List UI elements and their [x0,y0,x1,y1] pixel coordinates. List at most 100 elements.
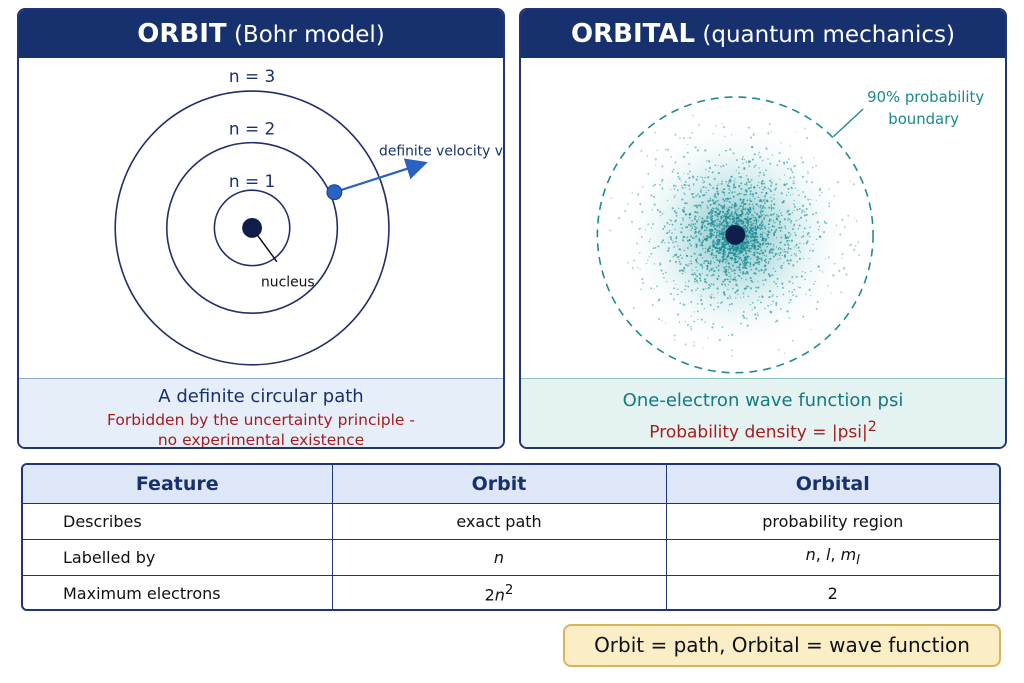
cloud-dot [699,263,702,266]
cloud-dot [853,217,856,219]
cloud-dot [757,299,759,302]
cloud-dot [673,339,676,341]
cloud-dot [726,225,728,227]
cloud-dot [704,225,706,227]
cloud-dot [696,287,699,290]
cloud-dot [767,223,770,225]
cloud-dot [734,244,736,247]
cloud-dot [717,275,720,278]
cloud-dot [722,126,725,129]
cloud-dot [711,217,714,220]
cloud-dot [744,208,747,211]
cloud-dot [671,232,673,234]
cloud-dot [729,252,732,254]
cloud-dot [726,259,729,261]
cloud-dot [706,205,708,207]
cloud-dot [788,280,791,283]
cloud-dot [716,242,719,245]
cloud-dot [772,293,774,296]
cloud-dot [848,244,851,247]
cloud-dot [797,286,799,288]
cloud-dot [794,234,797,236]
cloud-dot [734,186,737,189]
cloud-dot [733,182,735,184]
cloud-dot [718,226,721,228]
cloud-dot [798,194,800,197]
cloud-dot [750,247,753,250]
cloud-dot [662,273,664,275]
cloud-dot [764,268,767,271]
cloud-dot [734,276,736,279]
cloud-dot [749,199,752,202]
cloud-dot [773,212,775,215]
cloud-dot [749,287,753,290]
cloud-dot [702,202,704,204]
cloud-dot [843,226,846,229]
cloud-dot [709,262,712,265]
cloud-dot [711,207,714,209]
cloud-dot [691,223,693,225]
cloud-dot [690,289,693,292]
cloud-dot [722,252,724,255]
cloud-dot [817,228,820,231]
cloud-dot [793,176,795,179]
cloud-dot [698,237,701,240]
cloud-dot [695,279,698,282]
cloud-dot [816,301,819,304]
cloud-dot [793,180,795,182]
cloud-dot [802,235,805,238]
cloud-dot [686,323,689,327]
cloud-dot [652,185,655,187]
cloud-dot [694,146,697,149]
cloud-dot [690,325,692,328]
cloud-dot [733,204,737,208]
table-row: Labelled by n n, l, ml [23,539,999,576]
cloud-dot [711,248,714,251]
cloud-dot [805,136,809,140]
cloud-dot [807,170,809,173]
cloud-dot [686,184,688,186]
cloud-dot [767,132,770,135]
cloud-dot [681,198,684,201]
cloud-dot [758,269,760,272]
cloud-dot [760,227,763,229]
cloud-dot [708,236,711,239]
cloud-dot [722,258,725,260]
cloud-dot [713,232,715,234]
cloud-dot [737,251,740,254]
cloud-dot [715,236,718,239]
cloud-dot [727,248,730,251]
cloud-dot [767,273,771,276]
cloud-dot [703,181,706,183]
cloud-dot [699,277,701,280]
cloud-dot [705,191,707,194]
cloud-dot [754,235,756,237]
cloud-dot [758,175,760,177]
cloud-dot [693,237,696,239]
cloud-dot [702,179,704,182]
cloud-dot [805,293,807,295]
cloud-dot [822,271,824,273]
cloud-dot [672,168,675,171]
cloud-dot [694,273,697,276]
cloud-dot [799,216,803,219]
cloud-dot [790,220,793,223]
orbital-footer-note: Probability density = |psi|2 [521,417,1005,443]
cloud-dot [679,254,682,257]
cloud-dot [743,225,746,227]
cloud-dot [703,278,707,281]
cloud-dot [778,227,781,230]
cloud-dot [712,322,715,325]
cloud-dot [845,273,848,276]
cloud-dot [727,334,730,337]
cloud-dot [772,267,775,270]
cloud-dot [652,247,655,250]
cloud-dot [737,293,739,295]
cloud-dot [789,298,792,301]
cloud-dot [750,136,753,139]
cloud-dot [761,252,764,255]
cloud-dot [747,241,750,245]
cloud-dot [724,243,727,247]
cloud-dot [734,210,737,213]
cloud-dot [819,269,821,272]
